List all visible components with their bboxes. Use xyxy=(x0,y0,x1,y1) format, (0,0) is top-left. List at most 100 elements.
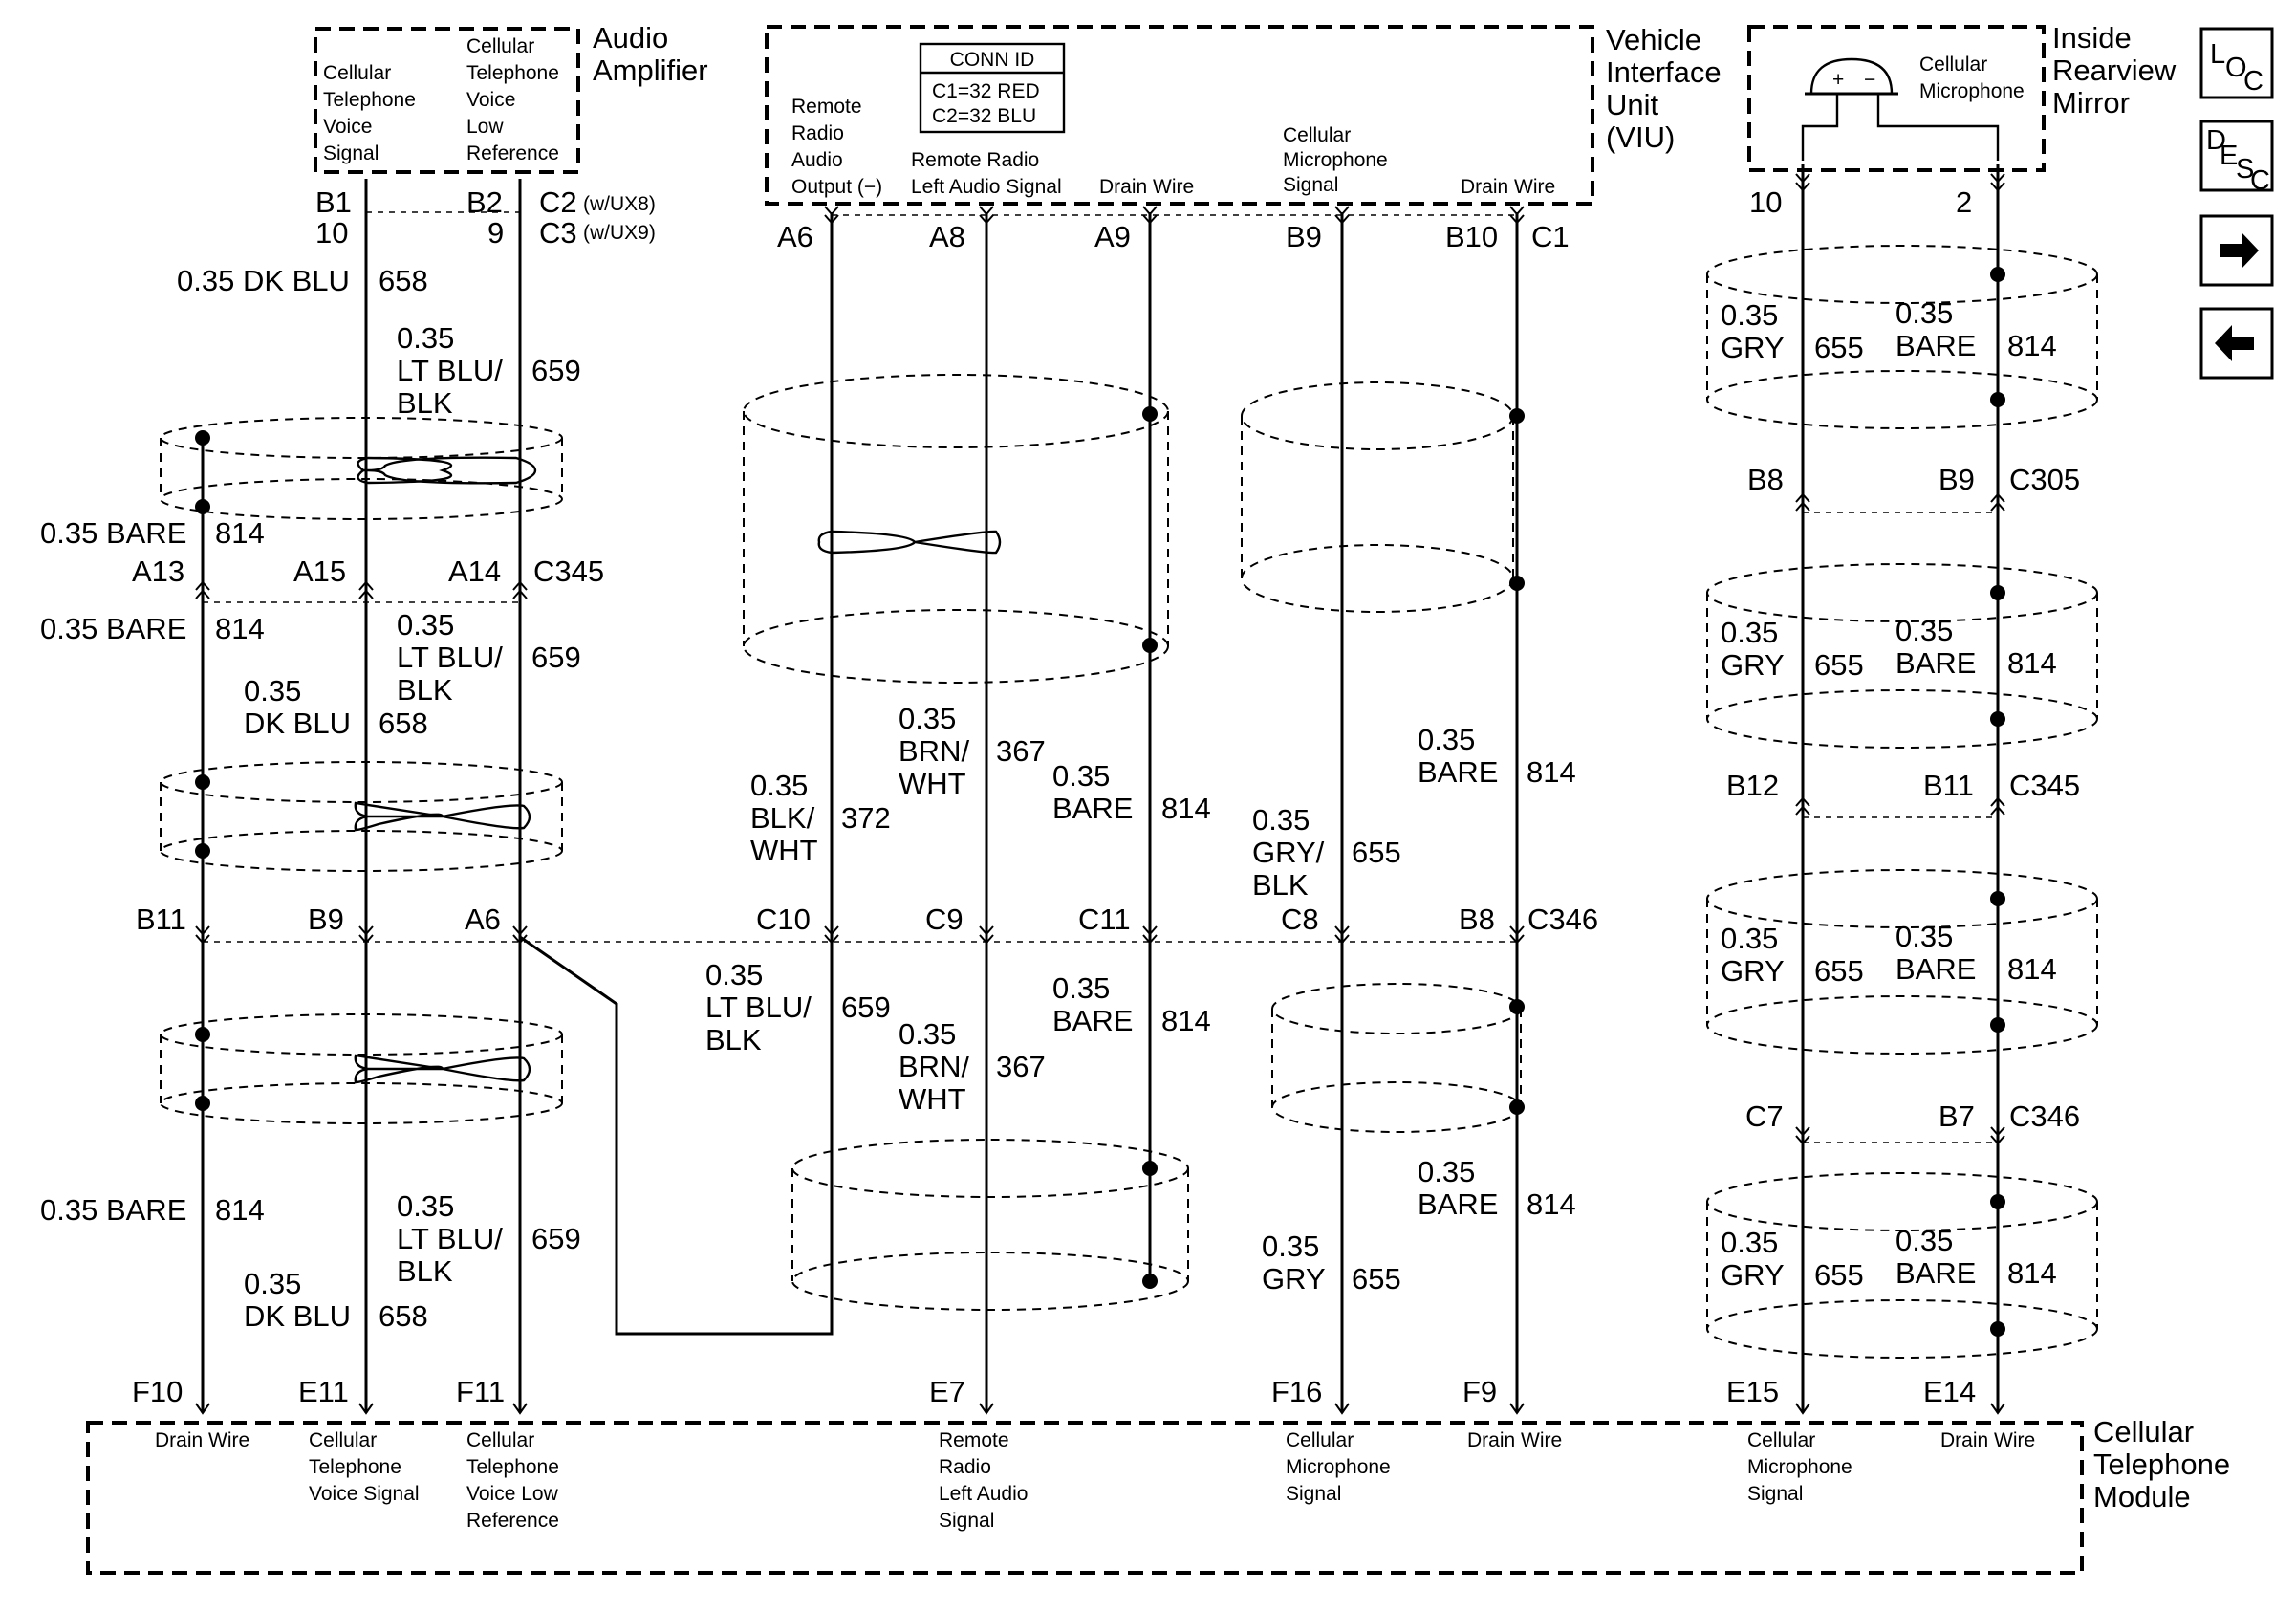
back-button[interactable] xyxy=(2199,307,2274,380)
ctm-e15-desc: Signal xyxy=(1747,1483,1803,1505)
wire-659-circuit: 659 xyxy=(841,991,891,1024)
wire-655-circuit: 655 xyxy=(1814,331,1864,364)
c345-pin-a15: A15 xyxy=(293,555,346,588)
wire-658-circuit: 658 xyxy=(379,707,428,740)
amp-pin1-desc: Voice xyxy=(323,116,372,138)
ctm-f11-desc: Telephone xyxy=(466,1456,559,1478)
wire-655-color: GRY xyxy=(1721,954,1785,988)
wire-659-color: BLK xyxy=(397,673,453,707)
viu-b10-desc: Drain Wire xyxy=(1461,176,1555,198)
loc-button[interactable]: L O C xyxy=(2199,27,2274,99)
mirror-name: Rearview xyxy=(2052,54,2177,87)
next-button[interactable] xyxy=(2199,214,2274,287)
wire-659-color: 0.35 xyxy=(397,1189,454,1223)
wire-814-color: BARE xyxy=(1895,952,1976,986)
wire-658-circuit: 658 xyxy=(379,1299,428,1333)
amp-pin1-desc: Signal xyxy=(323,142,379,164)
mic-label: Microphone xyxy=(1919,80,2025,102)
wire-372-circuit: 372 xyxy=(841,801,891,835)
wire-659-circuit: 659 xyxy=(531,354,581,387)
viu-pin-b9: B9 xyxy=(1286,220,1322,253)
wire-367-color: BRN/ xyxy=(899,1050,969,1083)
ctm-pin-f16: F16 xyxy=(1271,1375,1322,1408)
wire-659-color: 0.35 xyxy=(705,958,763,991)
wire-814-color: 0.35 xyxy=(1052,971,1110,1005)
viu-pin-a8: A8 xyxy=(929,220,965,253)
ctm-e14-desc: Drain Wire xyxy=(1940,1429,2035,1451)
wire-655-color: 0.35 xyxy=(1721,298,1778,332)
wire-658-color: DK BLU xyxy=(244,707,351,740)
wire-659-color: LT BLU/ xyxy=(397,641,503,674)
right-wire-labels: 0.35 GRY 655 0.35 BARE 814 B8 B9 C305 0.… xyxy=(1721,296,2080,1292)
desc-d: D xyxy=(2206,125,2226,156)
c346-pin-a6: A6 xyxy=(465,903,501,936)
c346-pin-b11: B11 xyxy=(136,903,186,936)
ctm-e15-desc: Microphone xyxy=(1747,1456,1852,1478)
ctm-f9-desc: Drain Wire xyxy=(1467,1429,1562,1451)
connector-c345-left: C345 xyxy=(533,555,604,588)
mic-plus: + xyxy=(1832,69,1844,91)
ctm-f16-desc: Microphone xyxy=(1286,1456,1391,1478)
wire-814-circuit: 814 xyxy=(1527,1187,1576,1221)
amp-c2-note: (w/UX8) xyxy=(583,193,656,215)
ctm-pin-f11: F11 xyxy=(456,1375,505,1408)
wire-655-color: GRY xyxy=(1721,331,1785,364)
wire-367-color: WHT xyxy=(899,767,966,800)
c346-pin-c9: C9 xyxy=(925,903,964,936)
ctm-pin-e14: E14 xyxy=(1923,1375,1976,1408)
amp-pin-10: 10 xyxy=(315,216,348,250)
ctm-f16-desc: Signal xyxy=(1286,1483,1341,1505)
wire-814-color: 0.35 BARE xyxy=(40,516,186,550)
mirror-name: Mirror xyxy=(2052,86,2130,120)
amp-connector-c3: C3 xyxy=(539,216,577,250)
ctm-pin-f9: F9 xyxy=(1462,1375,1497,1408)
cellular-telephone-module: Cellular Telephone Module F10 E11 F11 E7… xyxy=(86,1375,2230,1575)
wire-655-circuit: 655 xyxy=(1352,1262,1401,1295)
left-wire-labels: 0.35 DK BLU 658 0.35 LT BLU/ BLK 659 0.3… xyxy=(40,264,604,1333)
amp-pin-b2: B2 xyxy=(466,185,503,219)
wire-658-color: 0.35 xyxy=(244,1267,301,1300)
desc-button[interactable]: D E S C xyxy=(2199,120,2274,196)
ctm-pin-e15: E15 xyxy=(1726,1375,1779,1408)
conn-id-line: C1=32 RED xyxy=(932,80,1040,102)
c346-pin-b9: B9 xyxy=(308,903,344,936)
wire-814-circuit: 814 xyxy=(2007,952,2057,986)
viu-name: Unit xyxy=(1606,88,1659,121)
ctm-name: Cellular xyxy=(2093,1415,2194,1448)
amp-pin2-desc: Cellular xyxy=(466,35,534,57)
ctm-e7-desc: Remote xyxy=(939,1429,1009,1451)
desc-e: E xyxy=(2220,141,2238,171)
wire-655-circuit: 655 xyxy=(1814,1258,1864,1292)
audio-amplifier-outline xyxy=(314,27,580,174)
wire-814-color: 0.35 xyxy=(1895,920,1953,953)
wire-655-color: 0.35 xyxy=(1252,803,1310,837)
ctm-e15-desc: Cellular xyxy=(1747,1429,1815,1451)
ctm-name: Module xyxy=(2093,1480,2191,1513)
mirror-name: Inside xyxy=(2052,21,2132,54)
wire-814-color: BARE xyxy=(1418,755,1498,789)
loc-o: O xyxy=(2225,53,2247,83)
wire-814-color: 0.35 BARE xyxy=(40,1193,186,1227)
viu-b9-desc: Microphone xyxy=(1283,149,1388,171)
wire-655-color: GRY xyxy=(1262,1262,1326,1295)
wire-814-circuit: 814 xyxy=(2007,329,2057,362)
wire-658-circuit: 658 xyxy=(379,264,428,297)
viu-a6-desc: Output (−) xyxy=(791,176,882,198)
wire-659-color: 0.35 xyxy=(397,608,454,642)
wire-814-circuit: 814 xyxy=(215,516,265,550)
wire-372-color: WHT xyxy=(750,834,818,867)
wire-814-color: 0.35 BARE xyxy=(40,612,186,645)
wire-814-circuit: 814 xyxy=(2007,1256,2057,1290)
wire-659-color: BLK xyxy=(397,386,453,420)
wire-814-circuit: 814 xyxy=(1161,792,1211,825)
amp-connector-c2: C2 xyxy=(539,185,577,219)
viu-a9-desc: Drain Wire xyxy=(1099,176,1194,198)
wire-659-color: LT BLU/ xyxy=(397,354,503,387)
wire-814-color: BARE xyxy=(1895,1256,1976,1290)
wire-655-color: GRY/ xyxy=(1252,836,1325,869)
wire-814-color: 0.35 xyxy=(1418,723,1475,756)
wire-658-color: 0.35 xyxy=(244,674,301,708)
wire-655-color: 0.35 xyxy=(1721,616,1778,649)
wire-814-circuit: 814 xyxy=(1161,1004,1211,1037)
